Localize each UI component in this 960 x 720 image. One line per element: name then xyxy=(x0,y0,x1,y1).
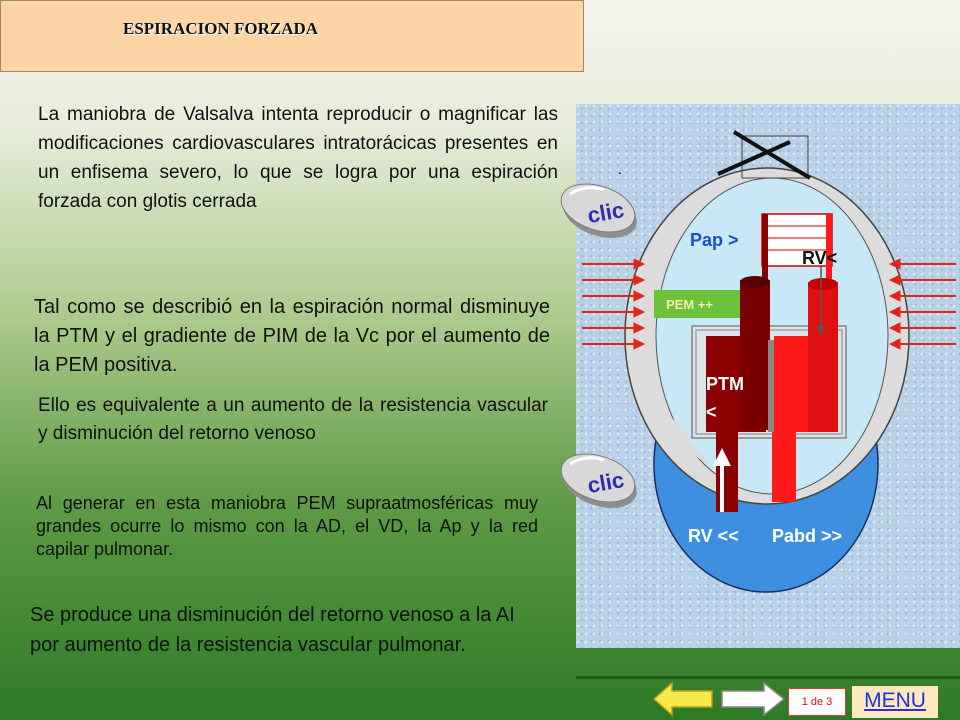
pem-badge xyxy=(654,290,740,318)
ptm-label-1: PTM xyxy=(706,374,744,394)
paragraph-ptm: Tal como se describió en la espiración n… xyxy=(34,296,550,376)
rv-top-label: RV< xyxy=(802,248,837,268)
left-ventricle xyxy=(808,282,838,432)
glottis-cross-1 xyxy=(717,140,791,176)
paragraph-pem: Al generar en esta maniobra PEM supraatm… xyxy=(36,493,538,559)
right-pressure-arrows xyxy=(888,258,956,350)
paragraph-valsalva: La maniobra de Valsalva intenta reproduc… xyxy=(38,104,558,212)
slide-title: ESPIRACION FORZADA xyxy=(123,19,319,38)
pulmonary-block xyxy=(761,213,833,267)
trachea xyxy=(741,135,809,179)
clic-button-2[interactable]: clic xyxy=(556,446,640,510)
mouse-icon xyxy=(560,183,636,233)
dot-marker: . xyxy=(618,161,622,177)
right-ventricle xyxy=(740,280,770,430)
prev-arrow-button[interactable] xyxy=(652,680,714,718)
paragraph-resistance: Ello es equivalente a un aumento de la r… xyxy=(38,395,548,444)
pap-label: Pap > xyxy=(690,230,739,250)
page-indicator: 1 de 3 xyxy=(788,688,846,716)
menu-button[interactable]: MENU xyxy=(852,686,938,718)
pem-label: PEM ++ xyxy=(666,297,713,312)
arrow-left-icon xyxy=(652,681,713,717)
vena-cava-dark xyxy=(716,432,738,512)
arrow-right-icon xyxy=(721,681,786,717)
footer-line xyxy=(576,676,960,679)
next-arrow-button[interactable] xyxy=(720,680,786,718)
pabd-label: Pabd >> xyxy=(772,526,842,546)
title-box xyxy=(0,0,584,72)
clic-button-1[interactable]: clic xyxy=(556,176,640,240)
aorta xyxy=(772,432,796,502)
septum xyxy=(768,340,774,432)
left-pressure-arrows xyxy=(582,258,646,350)
rv-bottom-label: RV << xyxy=(688,526,739,546)
glottis-cross-2 xyxy=(732,130,812,180)
paragraph-return: Se produce una disminución del retorno v… xyxy=(30,604,515,656)
mouse-icon xyxy=(560,453,636,503)
ptm-label-2: < xyxy=(706,402,717,422)
thorax-diagram: . PEM ++ Pap > RV< PTM < RV << Pabd >> xyxy=(582,130,956,593)
